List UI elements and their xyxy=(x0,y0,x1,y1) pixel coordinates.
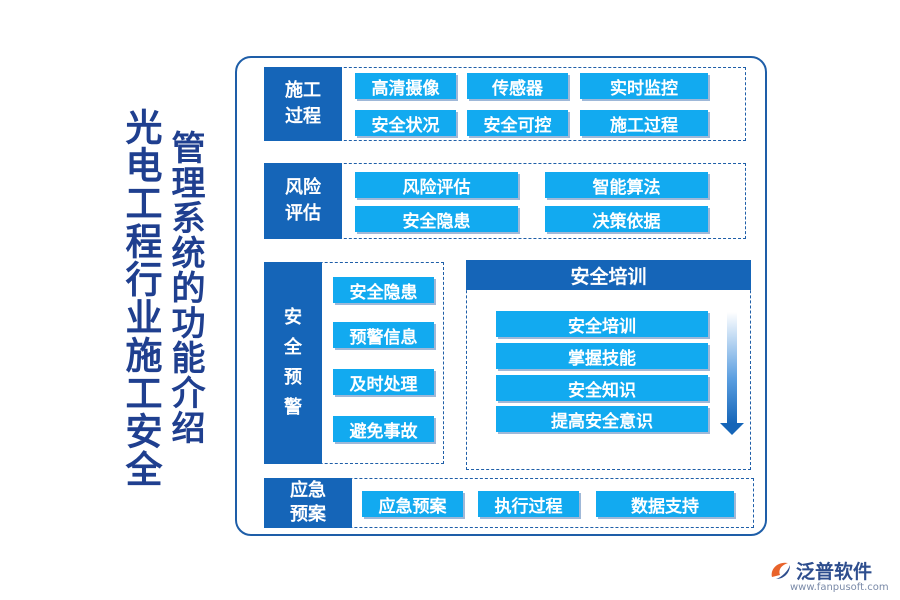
chip-timely-handling: 及时处理 xyxy=(333,369,434,395)
chip-avoid-accident: 避免事故 xyxy=(333,416,434,442)
down-arrow-shaft xyxy=(727,312,737,424)
warning-label: 安全预警 xyxy=(264,262,322,464)
emergency-label-text: 应急预案 xyxy=(290,480,326,525)
diagram-title-line1: 光电工程行业施工安全 xyxy=(119,108,162,488)
chip-safety-training: 安全培训 xyxy=(496,311,708,337)
chip-warning-hazard: 安全隐患 xyxy=(333,277,434,303)
fanpu-logo-icon xyxy=(771,562,790,579)
risk-label-text: 风险评估 xyxy=(285,177,321,224)
fanpu-logo: 泛普软件 www.fanpusoft.com xyxy=(768,555,892,597)
chip-raise-awareness: 提高安全意识 xyxy=(496,406,708,432)
training-header: 安全培训 xyxy=(466,260,751,290)
chip-hd-camera: 高清摄像 xyxy=(355,73,456,99)
chip-safety-control: 安全可控 xyxy=(467,110,568,136)
chip-execution-process: 执行过程 xyxy=(478,491,579,517)
logo-name: 泛普软件 xyxy=(796,561,873,583)
chip-sensor: 传感器 xyxy=(467,73,568,99)
logo-url: www.fanpusoft.com xyxy=(790,582,889,593)
emergency-label: 应急预案 xyxy=(264,478,352,528)
chip-data-support: 数据支持 xyxy=(596,491,734,517)
construction-label-text: 施工过程 xyxy=(285,80,321,127)
diagram-title-line2: 管理系统的功能介绍 xyxy=(165,130,205,445)
chip-safety-hazard: 安全隐患 xyxy=(355,206,518,232)
chip-emergency-plan: 应急预案 xyxy=(362,491,463,517)
down-arrow-icon xyxy=(720,423,744,435)
chip-safety-knowledge: 安全知识 xyxy=(496,375,708,401)
chip-construction-process: 施工过程 xyxy=(580,110,708,136)
chip-risk-assessment: 风险评估 xyxy=(355,172,518,198)
chip-realtime-monitor: 实时监控 xyxy=(580,73,708,99)
chip-decision-basis: 决策依据 xyxy=(545,206,708,232)
chip-safety-status: 安全状况 xyxy=(355,110,456,136)
construction-label: 施工过程 xyxy=(264,67,342,141)
risk-label: 风险评估 xyxy=(264,163,342,239)
chip-master-skills: 掌握技能 xyxy=(496,343,708,369)
chip-smart-algorithm: 智能算法 xyxy=(545,172,708,198)
warning-label-text: 安全预警 xyxy=(284,307,302,418)
chip-warning-info: 预警信息 xyxy=(333,322,434,348)
